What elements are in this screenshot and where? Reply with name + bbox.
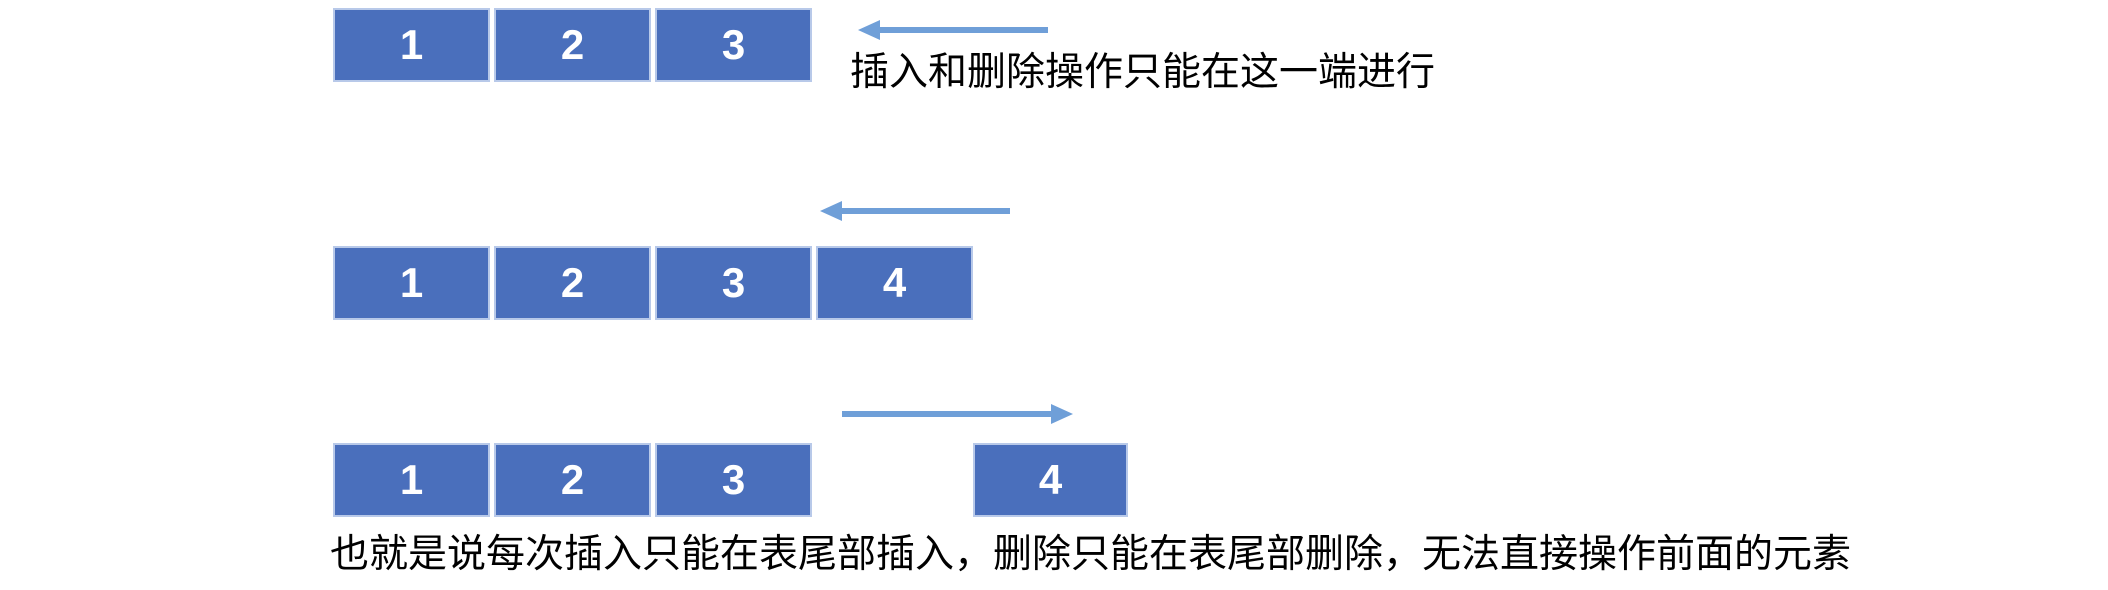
stack-cell: 1: [333, 246, 490, 320]
stack-row-3: 1 2 3: [333, 443, 812, 517]
arrow-right-icon: [842, 404, 1073, 424]
stack-cell: 3: [655, 443, 812, 517]
stack-cell-detached: 4: [973, 443, 1128, 517]
stack-cell: 2: [494, 443, 651, 517]
stack-cell: 3: [655, 8, 812, 82]
stack-cell: 2: [494, 246, 651, 320]
arrow-shaft: [842, 208, 1010, 214]
footer-caption: 也就是说每次插入只能在表尾部插入，删除只能在表尾部删除，无法直接操作前面的元素: [330, 533, 1852, 576]
stack-cell: 1: [333, 8, 490, 82]
arrowhead-right: [1051, 404, 1073, 424]
arrow-shaft: [880, 27, 1048, 33]
arrow-shaft: [842, 411, 1051, 417]
stack-cell: 4: [816, 246, 973, 320]
arrow-left-icon: [820, 201, 1010, 221]
stack-cell: 2: [494, 8, 651, 82]
stack-row-2: 1 2 3 4: [333, 246, 973, 320]
arrowhead-left: [858, 20, 880, 40]
stack-cell: 1: [333, 443, 490, 517]
stack-cell: 3: [655, 246, 812, 320]
arrowhead-left: [820, 201, 842, 221]
row1-caption: 插入和删除操作只能在这一端进行: [850, 51, 1436, 94]
arrow-left-icon: [858, 20, 1048, 40]
stack-row-1: 1 2 3: [333, 8, 812, 82]
